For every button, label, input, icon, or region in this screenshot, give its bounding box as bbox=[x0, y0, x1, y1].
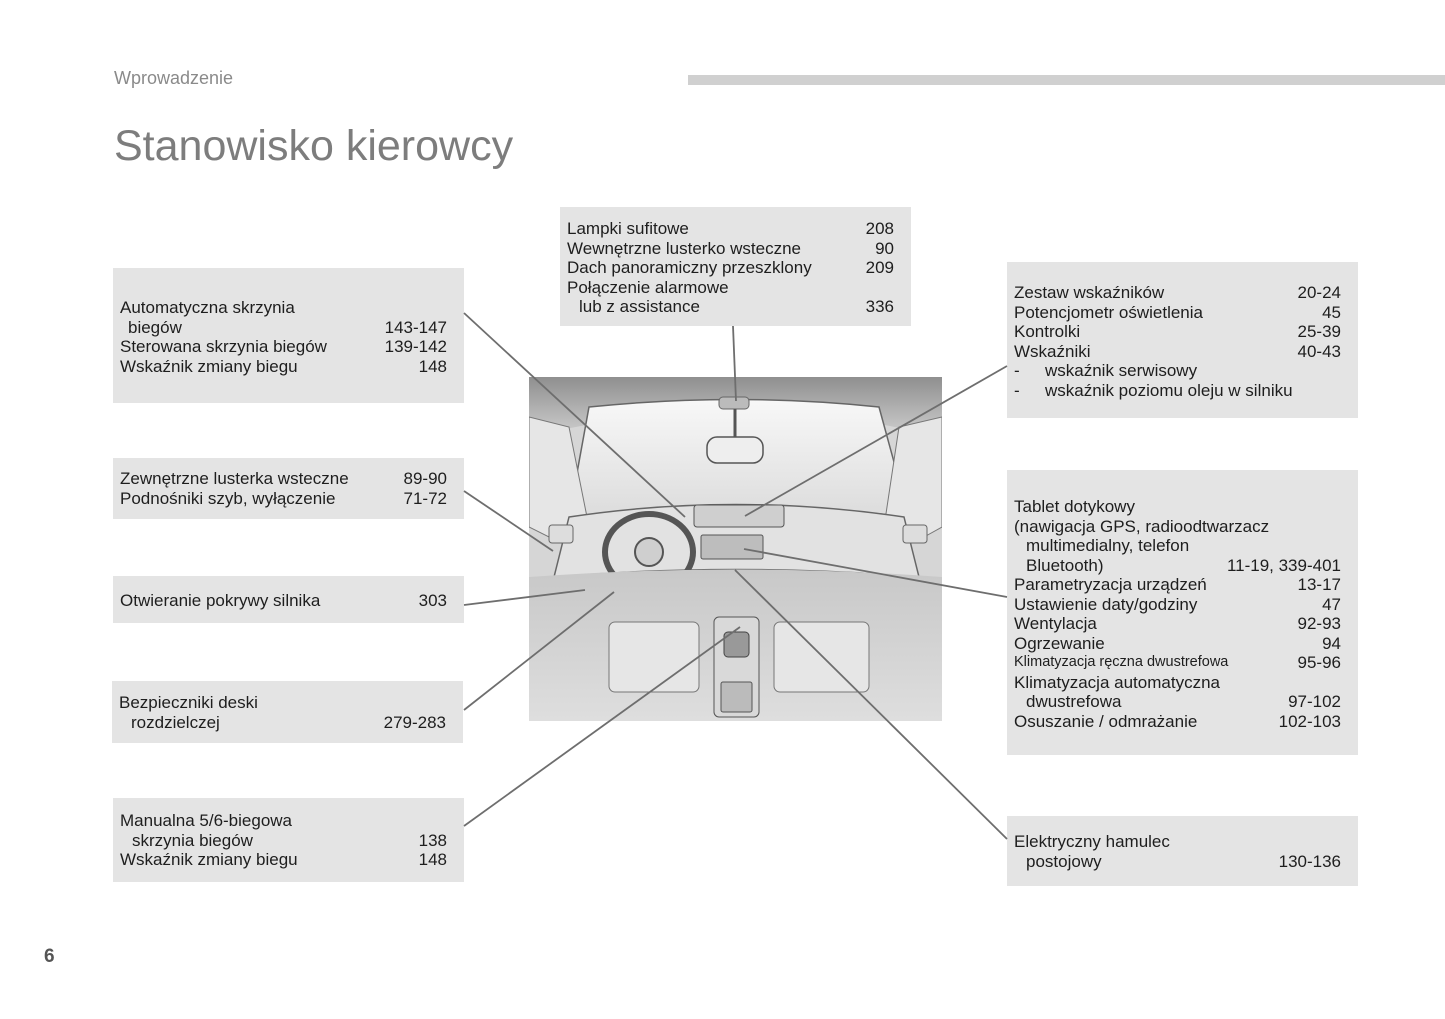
header-rule bbox=[688, 75, 1445, 85]
callout-touch-tablet: Tablet dotykowy (nawigacja GPS, radioodt… bbox=[1007, 470, 1358, 755]
row-manual-gearbox-1: Manualna 5/6-biegowa bbox=[120, 811, 293, 830]
row-fuses-1: Bezpieczniki deski bbox=[119, 693, 258, 712]
row-oil-level-indicator: wskaźnik poziomu oleju w silniku bbox=[1014, 381, 1341, 401]
page-title: Stanowisko kierowcy bbox=[114, 122, 514, 170]
row-auto-ac-1: Klimatyzacja automatyczna bbox=[1014, 672, 1220, 692]
section-label: Wprowadzenie bbox=[114, 68, 234, 88]
instrument-cluster bbox=[693, 504, 785, 528]
row-service-indicator: wskaźnik serwisowy bbox=[1014, 361, 1341, 381]
row-tablet-1: Tablet dotykowy bbox=[1014, 497, 1135, 516]
roof-console bbox=[718, 396, 750, 410]
touch-tablet bbox=[700, 534, 764, 560]
row-tablet-2: (nawigacja GPS, radioodtwarzacz bbox=[1014, 516, 1270, 536]
row-tablet-4: Bluetooth)11-19, 339-401 bbox=[1026, 555, 1341, 575]
gear-selector bbox=[723, 631, 750, 658]
right-door-mirror bbox=[902, 524, 928, 544]
passenger-seat bbox=[773, 621, 870, 693]
row-emergency-call-1: Połączenie alarmowe bbox=[567, 277, 729, 297]
row-parking-brake-1: Elektryczny hamulec bbox=[1014, 832, 1170, 851]
steering-hub bbox=[634, 537, 664, 567]
left-door-mirror bbox=[548, 524, 574, 544]
driver-seat bbox=[608, 621, 700, 693]
row-automatic-gearbox-1: Automatyczna skrzynia bbox=[120, 298, 295, 317]
page-number: 6 bbox=[44, 946, 55, 967]
console-switches bbox=[720, 681, 753, 713]
cockpit-illustration bbox=[529, 377, 942, 721]
row-tablet-3: multimedialny, telefon bbox=[1026, 536, 1190, 555]
rearview-mirror bbox=[706, 436, 764, 464]
